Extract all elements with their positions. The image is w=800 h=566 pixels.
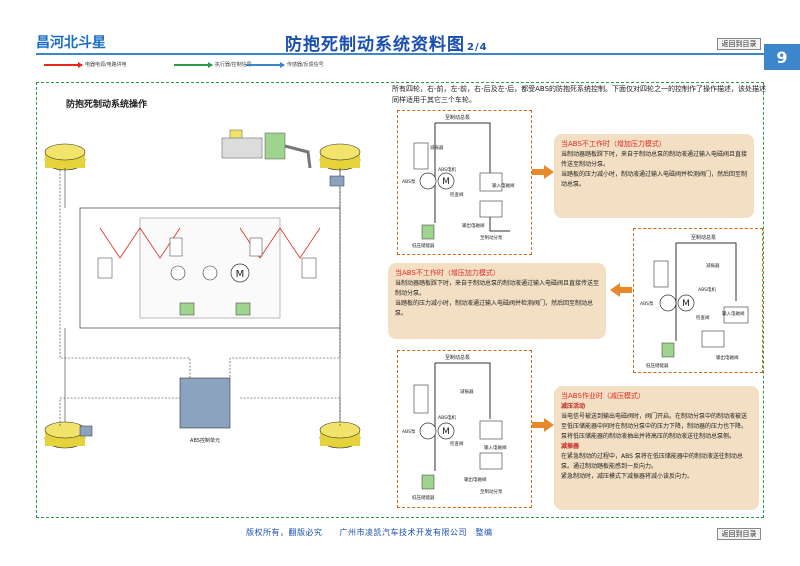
callout-active: 当ABS作业时（减压模式） 减压活动 当电信号被送到输出电磁阀时，阀门开启。在制… — [554, 386, 759, 510]
sensor-lines — [59, 170, 191, 378]
check-valve-label-2: 检查阀 — [696, 314, 710, 321]
power-line-left — [99, 227, 181, 259]
outlet-valve-label-1: 输出电磁阀 — [462, 222, 485, 229]
callout-hold-line-2: 当踏板的压力减小时，制动液通过输入电磁阀并检测阀门，然后回至制动总泵。 — [395, 300, 594, 317]
abs-motor-label-2: ABS电机 — [698, 286, 716, 293]
valve-diagram-normal: 至制动总泵 减振器 M ABS泵 ABS电机 输入电磁阀 检查阀 输出电磁阀 低… — [402, 114, 515, 249]
inlet-valve-label-3: 输入电磁阀 — [484, 444, 507, 451]
accumulator-left — [179, 302, 195, 316]
legend-blue-line — [246, 61, 285, 68]
to-caliper-label-1: 至制动分泵 — [480, 234, 503, 241]
abs-pumps: M — [170, 263, 250, 283]
damper-label-3: 减振器 — [460, 388, 474, 395]
callout-normal-line-2: 当踏板的压力减小时，制动液通过输入电磁阀并检测阀门，然后回至制动总泵。 — [561, 171, 748, 188]
outlet-valve-label-3: 输出电磁阀 — [464, 476, 487, 483]
abs-ecu — [179, 377, 231, 429]
intro-text: 所有四轮，右-前，左-前，右-后及左-后，都受ABS的防抱死系统控制。下面仅对四… — [392, 85, 767, 104]
to-caliper-label-3: 至制动分泵 — [480, 488, 503, 495]
check-valve-label-1: 检查阀 — [450, 191, 464, 198]
diagram-panel-hold — [633, 228, 763, 373]
arrow-right-3 — [532, 418, 554, 432]
callout-normal-title: 当ABS不工作时（增加压力模式） — [561, 140, 666, 148]
return-to-contents-button-bottom[interactable]: 返回到目录 — [717, 528, 761, 540]
svg-text:M: M — [236, 269, 245, 280]
legend-control: 执行器/控制信号 — [174, 61, 252, 68]
legend-red-line — [44, 61, 83, 68]
abs-system-diagram: M ABS控制单元 — [44, 129, 361, 449]
accumulator-right — [235, 302, 251, 316]
svg-text:M: M — [442, 427, 450, 437]
legend-green-line — [174, 61, 213, 68]
to-master-cyl-label-3: 至制动总泵 — [445, 354, 470, 361]
callout-active-sub1: 减压活动 — [561, 403, 586, 410]
brand-title: 昌河北斗星 — [36, 35, 106, 51]
legend-sensor: 传感器/反馈信号 — [246, 61, 324, 68]
inlet-valves — [97, 237, 317, 279]
page-number-tab: 9 — [764, 44, 800, 70]
abs-motor-label-3: ABS电机 — [438, 414, 456, 421]
svg-text:M: M — [682, 299, 690, 309]
damper-label-1: 减振器 — [430, 144, 444, 151]
diagram-panel-active — [397, 350, 532, 508]
callout-active-text2: 在紧急制动的过程中，ABS 泵将在低压储能器中的制动液送往制动总泵。通过制动踏板… — [561, 453, 743, 470]
legend-sensor-label: 传感器/反馈信号 — [287, 62, 324, 68]
wheel-front-left — [44, 143, 86, 171]
footer-copyright: 版权所有，翻版必究 广州市凌凯汽车技术开发有限公司 整编 — [246, 528, 493, 537]
outlet-valve-label-2: 输出电磁阀 — [716, 354, 739, 361]
brake-booster — [221, 129, 312, 169]
inlet-valve-label-2: 输入电磁阀 — [722, 310, 745, 317]
accumulator-label-1: 低压储能器 — [412, 242, 435, 249]
callout-hold-line-1: 当制动器踏板踩下时，来自于制动总泵的制动液通过输入电磁阀且直接传送至制动分泵。 — [395, 280, 600, 297]
damper-label-2: 减振器 — [706, 262, 720, 269]
wheel-rear-left — [44, 421, 86, 449]
arrow-right-1 — [532, 165, 554, 179]
callout-active-text3: 紧急制动时，减压模式下减振器将减小该反向力。 — [561, 473, 694, 480]
page-title-text: 防抱死制动系统资料图 — [285, 35, 465, 55]
abs-ecu-label: ABS控制单元 — [190, 437, 220, 444]
return-to-contents-button[interactable]: 返回到目录 — [717, 38, 761, 50]
arrow-left-2 — [610, 283, 632, 297]
accumulator-label-2: 低压储能器 — [646, 362, 669, 369]
to-master-cyl-label-1: 至制动总泵 — [445, 114, 470, 121]
content-frame — [36, 82, 764, 518]
to-master-cyl-label-2: 至制动总泵 — [691, 234, 716, 241]
callout-active-text1: 当电信号被送到输出电磁阀时，阀门开启。在制动分泵中的制动液被送至低压储能器中同时… — [561, 413, 748, 440]
check-valve-label-3: 检查阀 — [450, 440, 464, 447]
legend-control-label: 执行器/控制信号 — [215, 62, 252, 68]
callout-active-sub2: 减振器 — [561, 443, 580, 450]
callout-normal-line-1: 当制动器踏板踩下时，来自于制动总泵的制动液通过输入电磁阀且直接传送至制动分泵。 — [561, 151, 748, 168]
legend-power-label: 电器电源/电路供电 — [85, 62, 127, 68]
callout-hold: 当ABS不工作时（增压加力模式） 当制动器踏板踩下时，来自于制动总泵的制动液通过… — [388, 263, 606, 339]
system-title: 防抱死制动系统操作 — [66, 100, 148, 110]
abs-pump-label-2: ABS泵 — [640, 301, 654, 307]
svg-text:M: M — [442, 177, 450, 187]
inlet-valve-label-1: 输入电磁阀 — [492, 182, 515, 189]
callout-hold-title: 当ABS不工作时（增压加力模式） — [395, 269, 500, 277]
accumulator-label-3: 低压储能器 — [412, 494, 435, 501]
page-title-index: 2/4 — [467, 42, 488, 53]
wheel-rear-right — [319, 421, 361, 449]
abs-pump-label-3: ABS泵 — [402, 429, 416, 435]
valve-diagram-active: 至制动总泵 减振器 M ABS泵 ABS电机 输入电磁阀 检查阀 输出电磁阀 低… — [402, 354, 507, 501]
valve-diagram-hold: 至制动总泵 减振器 M ABS泵 ABS电机 输入电磁阀 检查阀 输出电磁阀 低… — [640, 234, 749, 369]
callout-normal: 当ABS不工作时（增加压力模式） 当制动器踏板踩下时，来自于制动总泵的制动液通过… — [554, 134, 754, 218]
abs-pump-label-1: ABS泵 — [402, 179, 416, 185]
header-rule — [36, 53, 764, 55]
abs-motor-label-1: ABS电机 — [438, 166, 456, 173]
callout-active-title: 当ABS作业时（减压模式） — [561, 392, 645, 400]
wheel-front-right — [319, 143, 361, 171]
legend-power: 电器电源/电路供电 — [44, 61, 127, 68]
